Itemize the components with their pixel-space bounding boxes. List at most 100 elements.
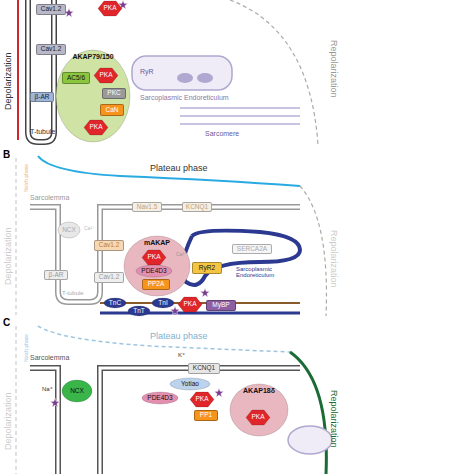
protein-ellipse: TnT: [128, 306, 150, 316]
node-label: PKA: [103, 5, 116, 12]
depolarization-trace: [17, 0, 19, 140]
phase-label: Notch phase: [24, 164, 29, 192]
node-label: Nav1.5: [137, 204, 158, 211]
text-holder: PKA: [98, 1, 122, 16]
shape-fill: [84, 120, 108, 135]
node-label: β-AR: [35, 94, 50, 101]
shape-fill: [178, 297, 202, 312]
text-holder: TnT: [128, 306, 150, 316]
shape-fill: [190, 392, 214, 407]
shape-fill: [230, 384, 288, 436]
kinase-hexagon: PKA: [190, 392, 214, 407]
protein-ellipse: PDE4D3: [142, 392, 178, 404]
annotation-label: RyR: [140, 68, 154, 75]
shape-fill: [142, 250, 166, 265]
shape-fill: [142, 392, 178, 404]
text-holder: CaN: [101, 105, 123, 115]
depolarization-trace: [15, 326, 16, 474]
sr-outline: [288, 426, 332, 454]
text-holder: Nav1.5: [133, 203, 161, 211]
protein-ellipse: TnC: [104, 298, 126, 308]
phase-label: Notch phase: [24, 334, 29, 362]
annotation-label: Sarcolemma: [30, 194, 69, 201]
kinase-hexagon: PKA: [84, 120, 108, 135]
shape-fill: [56, 50, 130, 142]
protein-box: SERCA2A: [232, 244, 272, 254]
text-holder: PDE4D3: [136, 265, 172, 277]
text-holder: β-AR: [31, 93, 53, 101]
kinase-hexagon: PKA: [178, 297, 202, 312]
node-label: CaN: [105, 107, 118, 114]
node-label: MyBP: [212, 302, 229, 309]
node-label: Cav1.2: [41, 6, 62, 13]
protein-box: Cav1.2: [94, 240, 124, 251]
depolarization-trace: [15, 158, 16, 315]
text-holder: NCX: [62, 380, 92, 402]
annotation-label: C: [3, 318, 10, 329]
node-label: Cav1.2: [99, 242, 120, 249]
node-label: SERCA2A: [237, 246, 267, 253]
annotation-label: Ca²⁺: [176, 252, 187, 257]
ryr-channel: [177, 73, 193, 83]
text-holder: PP2A: [143, 280, 169, 289]
protein-box: CaN: [100, 104, 124, 116]
text-holder: PKA: [94, 68, 118, 83]
node-label: PKA: [147, 254, 160, 261]
phase-label: Repolarization: [329, 230, 338, 288]
phase-label: Depolarization: [4, 392, 13, 450]
shape-fill: [104, 298, 126, 308]
t-tubule-membrane: [10, 0, 54, 142]
protein-box: AC5/6: [62, 72, 90, 84]
sarcolemma-membrane: [30, 207, 300, 302]
node-label: KCNQ1: [193, 365, 215, 372]
text-holder: TnI: [152, 298, 174, 308]
anchor-ellipse: AKAP79/150AC5/6PKAPKCCaNPKA: [56, 50, 130, 142]
exchanger-circle: NCX: [62, 380, 92, 402]
node-label: PKA: [99, 72, 112, 79]
node-label: PKC: [107, 90, 120, 97]
node-label: AKAP18δ: [243, 387, 275, 394]
text-holder: β-AR: [45, 271, 67, 279]
plateau-trace: [38, 326, 290, 352]
protein-box: MyBP: [206, 300, 236, 311]
node-label: NCX: [62, 227, 76, 234]
node-label: NCX: [70, 388, 84, 395]
shape-fill: [152, 298, 174, 308]
repolarization-trace: [300, 186, 326, 316]
text-holder: Cav1.2: [37, 45, 65, 54]
text-holder: AC5/6: [63, 73, 89, 83]
text-holder: PKC: [103, 89, 125, 98]
protein-box: PP2A: [142, 279, 170, 290]
sarcolemma-membrane: [30, 368, 300, 474]
node-label: PKA: [251, 414, 264, 421]
annotation-label: T-tubule: [30, 128, 55, 135]
protein-box: Nav1.5: [132, 202, 162, 212]
shape-fill: [62, 380, 92, 402]
shape-fill: [94, 68, 118, 83]
protein-box: β-AR: [44, 270, 68, 280]
text-holder: PKA: [190, 392, 214, 407]
node-label: PKA: [89, 124, 102, 131]
annotation-label: T-tubule: [62, 290, 84, 296]
node-label: PP1: [200, 412, 212, 419]
kinase-hexagon: PKA: [246, 410, 270, 425]
node-label: Cav1.2: [41, 46, 62, 53]
annotation-label: Sarcoplasmic Endoreticulum: [140, 94, 229, 101]
text-holder: PKA: [84, 120, 108, 135]
node-label: RyR2: [199, 265, 215, 272]
node-label: PKA: [195, 396, 208, 403]
node-label: mAKAP: [144, 239, 170, 246]
phase-label: Repolarization: [329, 390, 338, 448]
text-holder: MyBP: [207, 301, 235, 310]
text-holder: PKA: [246, 410, 270, 425]
node-label: PDE4D3: [147, 395, 172, 402]
annotation-label: Ca²⁺: [84, 226, 95, 231]
node-label: Cav1.2: [99, 274, 120, 281]
sarcolemma-membrane: [30, 207, 300, 302]
phase-label: Depolarization: [4, 227, 13, 285]
phase-label: Depolarization: [4, 52, 13, 110]
text-holder: PP1: [195, 411, 217, 420]
anchor-ellipse: AKAP18δPKA: [230, 384, 288, 436]
annotation-label: K⁺: [178, 352, 185, 358]
